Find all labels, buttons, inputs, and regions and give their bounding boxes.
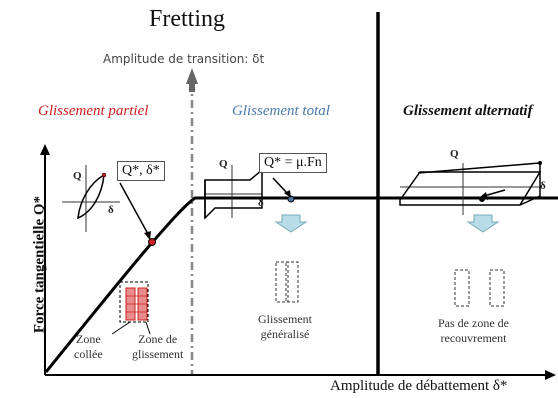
region-label-partial: Glissement partiel	[38, 103, 149, 119]
x-axis-arrow	[545, 370, 556, 380]
y-axis-label: Force tangentielle Q*	[31, 195, 48, 334]
transition-label: Amplitude de transition: δt	[103, 52, 265, 66]
contact-alt-2	[489, 269, 505, 307]
arrow-alternatif	[483, 189, 506, 197]
region-label-alternatif: Glissement alternatif	[403, 103, 533, 119]
contact-partial-outer	[119, 281, 149, 323]
partial-box-label: Q*, δ*	[117, 161, 165, 181]
zone-glissement-label: Zone de glissement	[132, 332, 184, 361]
loop3-q-label: Q	[450, 148, 459, 160]
transition-arrow	[186, 68, 198, 84]
down-arrow-alternatif	[466, 214, 500, 233]
tangential-force-curve	[44, 196, 558, 373]
contact-total-1	[275, 261, 289, 303]
total-point	[287, 195, 295, 203]
loop3	[399, 171, 542, 206]
x-axis-label: Amplitude de débattement δ*	[330, 378, 508, 394]
loop3-delta-label: δ	[540, 180, 546, 192]
contact-total-2	[285, 261, 299, 303]
y-axis-arrow	[40, 144, 50, 155]
contact-alt-1	[454, 269, 470, 307]
arrow-total	[272, 177, 289, 195]
glissement-generalise-label: Glissement généralisé	[258, 312, 312, 341]
loop1-q-label: Q	[73, 170, 82, 182]
loop2-q-label: Q	[219, 158, 228, 170]
partial-point	[148, 238, 156, 246]
region-label-total: Glissement total	[232, 103, 330, 119]
down-arrow-total	[274, 214, 308, 233]
diagram-title: Fretting	[149, 6, 225, 32]
loop1-delta-label: δ	[108, 204, 114, 216]
total-box-label: Q* = μ.Fn	[259, 153, 327, 173]
loop2-delta-label: δ	[258, 197, 264, 209]
arrow-partial	[119, 182, 149, 235]
transition-arrow-shaft	[189, 82, 195, 92]
zone-collee-label: Zone collée	[74, 332, 103, 361]
pas-de-zone-label: Pas de zone de recouvrement	[438, 316, 509, 345]
